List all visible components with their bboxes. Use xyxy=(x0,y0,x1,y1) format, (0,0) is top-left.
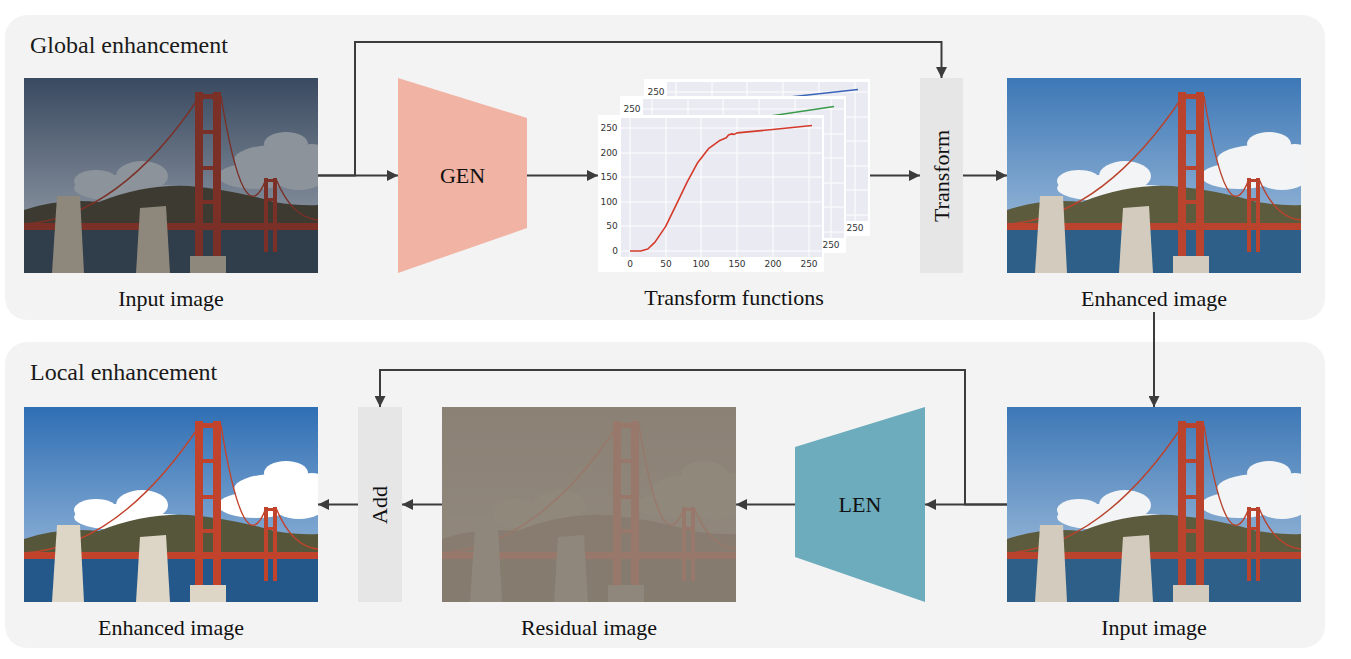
network-name: LEN xyxy=(839,492,882,518)
axis-tick-label: 250 xyxy=(800,259,817,269)
image-caption: Input image xyxy=(1007,615,1301,641)
axis-tick-label: 250 xyxy=(846,223,863,233)
stage-band-fill xyxy=(5,342,1325,648)
image-caption: Enhanced image xyxy=(24,615,318,641)
image-caption: Residual image xyxy=(442,615,736,641)
axis-tick-label: 250 xyxy=(822,240,839,250)
flow-arrow xyxy=(1153,312,1155,407)
flow-arrow xyxy=(736,504,795,506)
stage-band: Local enhancementEnhanced image AddResidu… xyxy=(5,342,1325,648)
image-panel: Enhanced image xyxy=(24,407,318,641)
chart-plot xyxy=(621,118,822,257)
axis-tick-label: 150 xyxy=(728,259,745,269)
flow-arrow xyxy=(870,175,920,177)
chart-grid xyxy=(666,118,667,257)
network-trapezoid: LEN xyxy=(795,407,925,602)
axis-tick-label: 50 xyxy=(660,259,671,269)
enhanced-photo xyxy=(1007,407,1313,602)
chart-grid xyxy=(855,82,856,221)
panel-heading: Local enhancement xyxy=(30,358,217,386)
axis-tick-label: 250 xyxy=(623,104,640,114)
chart-grid xyxy=(701,118,702,257)
image-panel: Input image xyxy=(1007,407,1301,641)
chart-grid xyxy=(621,118,822,257)
enhanced-photo xyxy=(24,407,330,602)
image-area xyxy=(24,78,318,273)
axis-tick-label: 100 xyxy=(692,259,709,269)
network-trapezoid: GEN xyxy=(398,78,527,273)
chart-grid xyxy=(737,118,738,257)
image-area xyxy=(24,407,318,602)
operation-bar: Transform xyxy=(920,78,963,273)
trapezoid-fill xyxy=(795,407,925,602)
image-area xyxy=(1007,78,1301,273)
operation-name: Add xyxy=(367,486,393,524)
axis-tick-label: 250 xyxy=(647,87,664,97)
axis-tick-label: 200 xyxy=(600,148,617,158)
image-area xyxy=(442,407,736,602)
axis-tick-label: 150 xyxy=(600,172,617,182)
residual-photo xyxy=(442,407,748,602)
image-panel: Enhanced image xyxy=(1007,78,1301,312)
chart-grid xyxy=(621,251,822,252)
panel-heading: Global enhancement xyxy=(30,31,228,59)
operation-bar: Add xyxy=(358,407,402,602)
dark-photo xyxy=(24,78,330,273)
chart-grid xyxy=(831,99,832,238)
axis-tick-label: 0 xyxy=(627,259,633,269)
image-caption: Enhanced image xyxy=(1007,286,1301,312)
chart-grid xyxy=(621,177,822,178)
operation-name: Transform xyxy=(929,129,955,221)
enhanced-photo xyxy=(1007,78,1313,273)
image-panel: Residual image xyxy=(442,407,736,641)
axis-tick-label: 50 xyxy=(606,221,617,231)
stage-band: Global enhancementInput image GEN Transfor… xyxy=(5,15,1325,320)
chart-grid xyxy=(630,118,631,257)
network-name: GEN xyxy=(440,163,485,189)
image-panel: Input image xyxy=(24,78,318,312)
chart-card xyxy=(598,115,824,272)
chart-grid xyxy=(621,226,822,227)
stage-band-fill xyxy=(5,15,1325,320)
axis-tick-label: 200 xyxy=(764,259,781,269)
flow-arrow xyxy=(318,504,358,506)
chart-grid xyxy=(621,202,822,203)
image-caption: Input image xyxy=(24,286,318,312)
chart-grid xyxy=(773,118,774,257)
flow-arrow xyxy=(527,175,598,177)
axis-tick-label: 100 xyxy=(600,197,617,207)
flow-arrow xyxy=(402,504,442,506)
trapezoid-fill xyxy=(398,78,527,273)
red-curve xyxy=(630,126,812,252)
chart-grid xyxy=(809,118,810,257)
axis-tick-label: 250 xyxy=(600,123,617,133)
chart-grid xyxy=(621,153,822,154)
axis-tick-label: 0 xyxy=(612,246,618,256)
chart-card-front xyxy=(598,115,824,272)
image-area xyxy=(1007,407,1301,602)
image-caption: Transform functions xyxy=(598,285,870,311)
flow-arrow xyxy=(963,175,1007,177)
